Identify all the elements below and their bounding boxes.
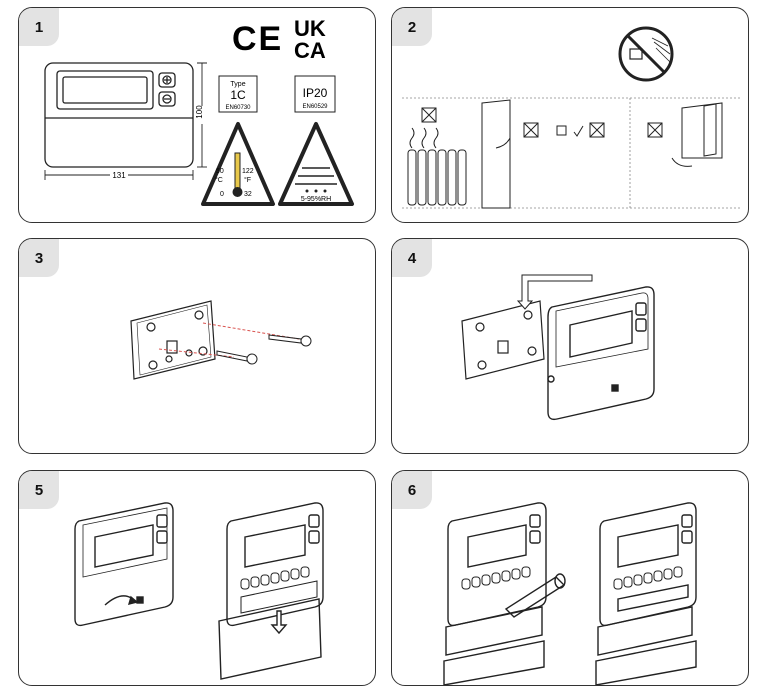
thermostat-front-view bbox=[44, 62, 194, 168]
humidity-range: 5-95%RH bbox=[301, 196, 331, 203]
step-number: 6 bbox=[392, 471, 432, 509]
ip-standard: EN60529 bbox=[302, 104, 328, 110]
temp-unit-c: °C bbox=[215, 176, 223, 184]
ip-box bbox=[294, 75, 336, 113]
step-1-panel: 1 131 100 CE UK CA Type bbox=[18, 7, 376, 223]
type-label: Type bbox=[230, 81, 245, 88]
window bbox=[647, 102, 723, 167]
step-5-panel: 5 bbox=[18, 470, 376, 686]
step-6-illustration bbox=[443, 502, 697, 685]
temp-unit-f: °F bbox=[244, 176, 251, 184]
temp-low-f: 32 bbox=[244, 191, 252, 198]
wall-plate bbox=[461, 300, 545, 380]
width-dimension: 131 bbox=[112, 171, 126, 180]
thermostat-battery-installed bbox=[595, 502, 697, 685]
door bbox=[481, 99, 539, 209]
thermostat-device bbox=[547, 286, 655, 421]
room-outline bbox=[402, 97, 742, 209]
humidity-warning-icon bbox=[278, 122, 354, 206]
step-2-illustration bbox=[402, 26, 742, 209]
screw bbox=[216, 350, 258, 365]
mount-arrow bbox=[516, 274, 593, 310]
step-2-panel: 2 bbox=[391, 7, 749, 223]
step-4-illustration bbox=[461, 274, 655, 421]
temp-high-f: 122 bbox=[242, 168, 254, 175]
ip-value: IP20 bbox=[303, 86, 328, 100]
step-4-panel: 4 bbox=[391, 238, 749, 454]
step-5-illustration bbox=[74, 502, 324, 680]
step-number: 2 bbox=[392, 8, 432, 46]
ukca-mark-top: UK bbox=[294, 16, 326, 41]
type-standard: EN60730 bbox=[225, 105, 251, 111]
step-6-panel: 6 bbox=[391, 470, 749, 686]
step-number: 1 bbox=[19, 8, 59, 46]
step-1-illustration: 131 100 CE UK CA Type 1C EN60730 IP20 EN… bbox=[44, 16, 354, 206]
thermostat-battery-insert bbox=[443, 502, 566, 685]
step-number: 4 bbox=[392, 239, 432, 277]
temp-high-c: 50 bbox=[216, 168, 224, 175]
screw bbox=[268, 334, 312, 347]
thermostat-open bbox=[218, 502, 324, 680]
step-number: 5 bbox=[19, 471, 59, 509]
step-3-illustration bbox=[130, 300, 312, 380]
ce-mark: CE bbox=[232, 20, 283, 58]
type-value: 1C bbox=[230, 88, 246, 102]
type-box bbox=[218, 75, 258, 113]
ukca-mark-bottom: CA bbox=[294, 38, 326, 63]
height-dimension: 100 bbox=[195, 105, 204, 119]
wall-plate bbox=[130, 300, 216, 380]
temp-low-c: 0 bbox=[220, 191, 224, 198]
step-number: 3 bbox=[19, 239, 59, 277]
thermostat-closed bbox=[74, 502, 174, 627]
radiator bbox=[407, 107, 467, 206]
recommended-position bbox=[556, 122, 605, 138]
temperature-warning-icon bbox=[201, 122, 275, 206]
step-3-panel: 3 bbox=[18, 238, 376, 454]
dimension-lines bbox=[44, 62, 207, 180]
no-direct-sunlight-icon bbox=[618, 26, 674, 82]
